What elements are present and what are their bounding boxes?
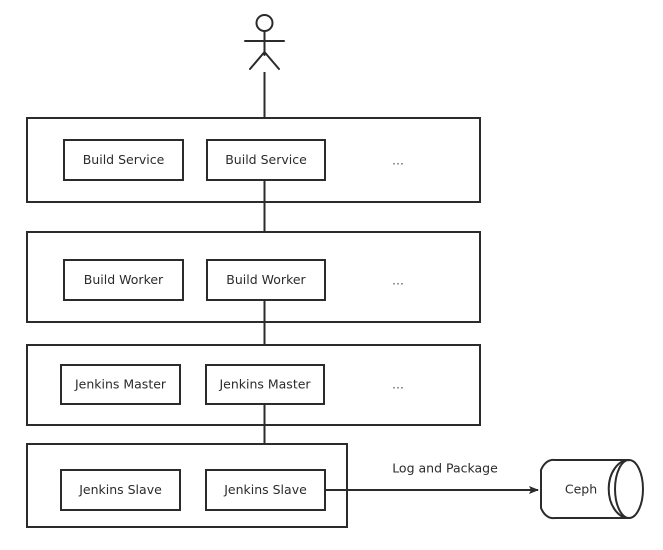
build-service-node-1-label: Build Service: [83, 152, 165, 167]
build-service-layer: [26, 117, 481, 203]
build-worker-node-2-label: Build Worker: [226, 272, 306, 287]
build-worker-node-1[interactable]: [63, 259, 184, 301]
build-service-node-1[interactable]: [63, 139, 184, 181]
jenkins-slave-node-1-label: Jenkins Slave: [78, 482, 162, 497]
build-service-layer-ellipsis: ...: [392, 153, 404, 168]
ceph-storage-shape[interactable]: [540, 458, 644, 520]
jenkins-slave-layer: [26, 443, 348, 528]
build-service-node-2[interactable]: [206, 139, 326, 181]
ceph-storage-label: Ceph: [565, 482, 597, 497]
jenkins-slave-node-2[interactable]: [205, 469, 326, 511]
build-service-node-2-label: Build Service: [225, 152, 307, 167]
jenkins-master-node-1-label: Jenkins Master: [74, 377, 167, 392]
user-actor-icon: [244, 14, 285, 70]
jenkins-master-node-2-label: Jenkins Master: [218, 377, 311, 392]
build-worker-layer: [26, 231, 481, 323]
build-worker-layer-ellipsis: ...: [392, 273, 404, 288]
build-worker-node-2[interactable]: [206, 259, 326, 301]
build-worker-node-1-label: Build Worker: [84, 272, 164, 287]
jenkins-master-layer: [26, 344, 481, 426]
jenkins-slave-node-2-label: Jenkins Slave: [223, 482, 307, 497]
edge-label-log-and-package: Log and Package: [392, 461, 498, 476]
jenkins-master-node-2[interactable]: [205, 364, 325, 405]
jenkins-master-layer-ellipsis: ...: [392, 377, 404, 392]
jenkins-master-node-1[interactable]: [60, 364, 181, 405]
jenkins-slave-node-1[interactable]: [60, 469, 181, 511]
